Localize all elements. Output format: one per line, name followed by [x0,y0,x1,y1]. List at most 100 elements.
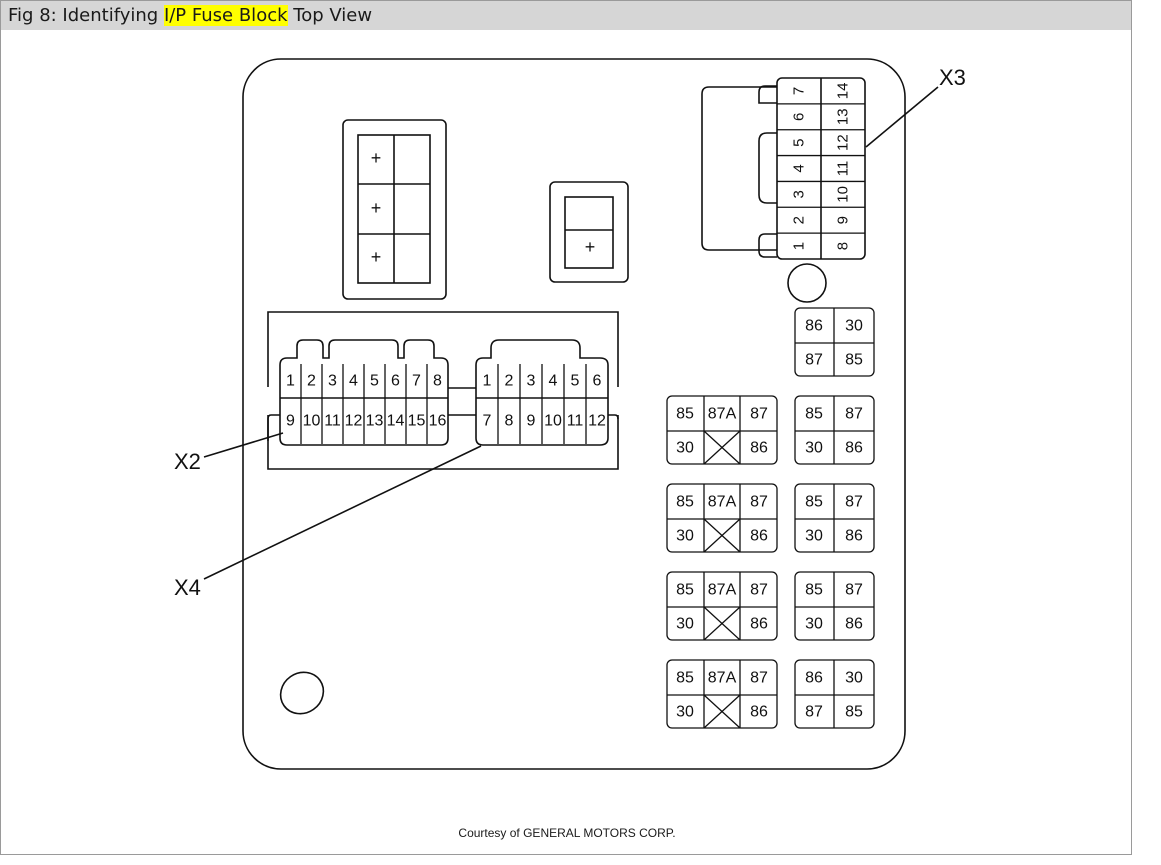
pin-label: 14 [387,413,405,430]
pin-label: 2 [791,216,808,224]
relay-pin-label: 30 [676,704,694,721]
mini-fuse-slot [564,196,614,269]
pin-label: 11 [567,413,584,430]
connector-x2-outline [279,339,449,446]
pin-label: 10 [303,413,321,430]
pin-label: 1 [286,373,295,390]
relay-pin-label: 87A [708,406,737,423]
relay-pin-label: 85 [676,582,694,599]
title-suffix: Top View [287,5,373,26]
figure-title: Fig 8: Identifying I/P Fuse Block Top Vi… [1,1,1131,30]
relay-pin-label: 87 [805,704,823,721]
relay-pin-label: 87A [708,670,737,687]
pin-label: 2 [307,373,316,390]
pin-label: 1 [791,242,808,250]
x3-leader-line [865,86,939,148]
pin-label: 13 [366,413,384,430]
pin-label: 16 [429,413,447,430]
relay-pin-label: 86 [750,704,768,721]
pin-label: 7 [791,87,808,95]
x2-leader-line [203,432,284,458]
pin-label: 3 [527,373,536,390]
pin-label: 6 [593,373,602,390]
pin-label: 8 [835,242,852,250]
pin-label: 6 [791,113,808,121]
connector-x4-outline [475,339,609,446]
relay-pin-label: 30 [845,318,863,335]
relay-pin-label: 86 [805,318,823,335]
relay-pin-label: 30 [805,528,823,545]
relay-pin-label: 86 [845,616,863,633]
plus-sign: + [585,237,596,257]
relay-pin-label: 87 [845,494,863,511]
maxi-fuse-holder [342,119,447,300]
relay-5pin: 85 87A 87 30 86 [666,395,778,465]
pin-label: 12 [345,413,363,430]
pin-label: 3 [791,190,808,198]
pin-label: 10 [835,186,852,203]
relay-pin-label: 86 [750,440,768,457]
relay-5pin: 85 87A 87 30 86 [666,659,778,729]
title-highlight: I/P Fuse Block [163,5,288,26]
relay-pin-label: 86 [750,528,768,545]
pin-label: 5 [571,373,580,390]
fuse-block-housing [242,58,906,770]
fuse-plus-signs: ++++ [371,148,596,267]
pin-label: 11 [835,161,852,177]
relay-pin-label: 85 [676,670,694,687]
plus-sign: + [371,148,382,168]
relay-pin-label: 85 [676,406,694,423]
pin-label: 4 [349,373,358,390]
pin-label: 12 [835,134,852,151]
pin-label: 15 [408,413,426,430]
relay-pin-label: 86 [805,670,823,687]
relay-pin-label: 86 [750,616,768,633]
mounting-hole-oval [279,671,325,715]
pin-label: 12 [588,413,606,430]
figure-frame: Fig 8: Identifying I/P Fuse Block Top Vi… [0,0,1132,855]
relay-pin-label: 85 [676,494,694,511]
pin-label: 9 [835,216,852,224]
relay-pin-label: 87 [750,406,768,423]
relay-pin-label: 85 [845,352,863,369]
pin-label: 5 [370,373,379,390]
pin-label: 9 [286,413,295,430]
callout-x2: X2 [174,449,201,474]
connector-shroud [267,311,619,470]
relay-pin-label: 87 [750,582,768,599]
figure-caption: Courtesy of GENERAL MOTORS CORP. [458,826,676,840]
relay-pin-label: 87 [750,494,768,511]
pin-label: 8 [505,413,514,430]
plus-sign: + [371,198,382,218]
relay-pin-label: 85 [805,406,823,423]
pin-label: 7 [412,373,421,390]
mounting-hole-round [787,263,827,303]
relay-pin-label: 87 [750,670,768,687]
relay-pin-label: 30 [676,440,694,457]
callout-x4: X4 [174,575,201,600]
relay-pin-label: 85 [805,582,823,599]
pin-label: 6 [391,373,400,390]
relay-pin-label: 30 [845,670,863,687]
pin-label: 2 [505,373,514,390]
relay-pin-label: 87A [708,582,737,599]
pin-label: 10 [544,413,562,430]
pin-label: 4 [791,164,808,172]
relay-pin-label: 85 [805,494,823,511]
relay-pin-label: 87 [845,406,863,423]
pin-label: 7 [483,413,492,430]
pin-label: 4 [549,373,558,390]
relay-pin-label: 30 [676,528,694,545]
callout-x3: X3 [939,65,966,90]
pin-label: 5 [791,138,808,146]
